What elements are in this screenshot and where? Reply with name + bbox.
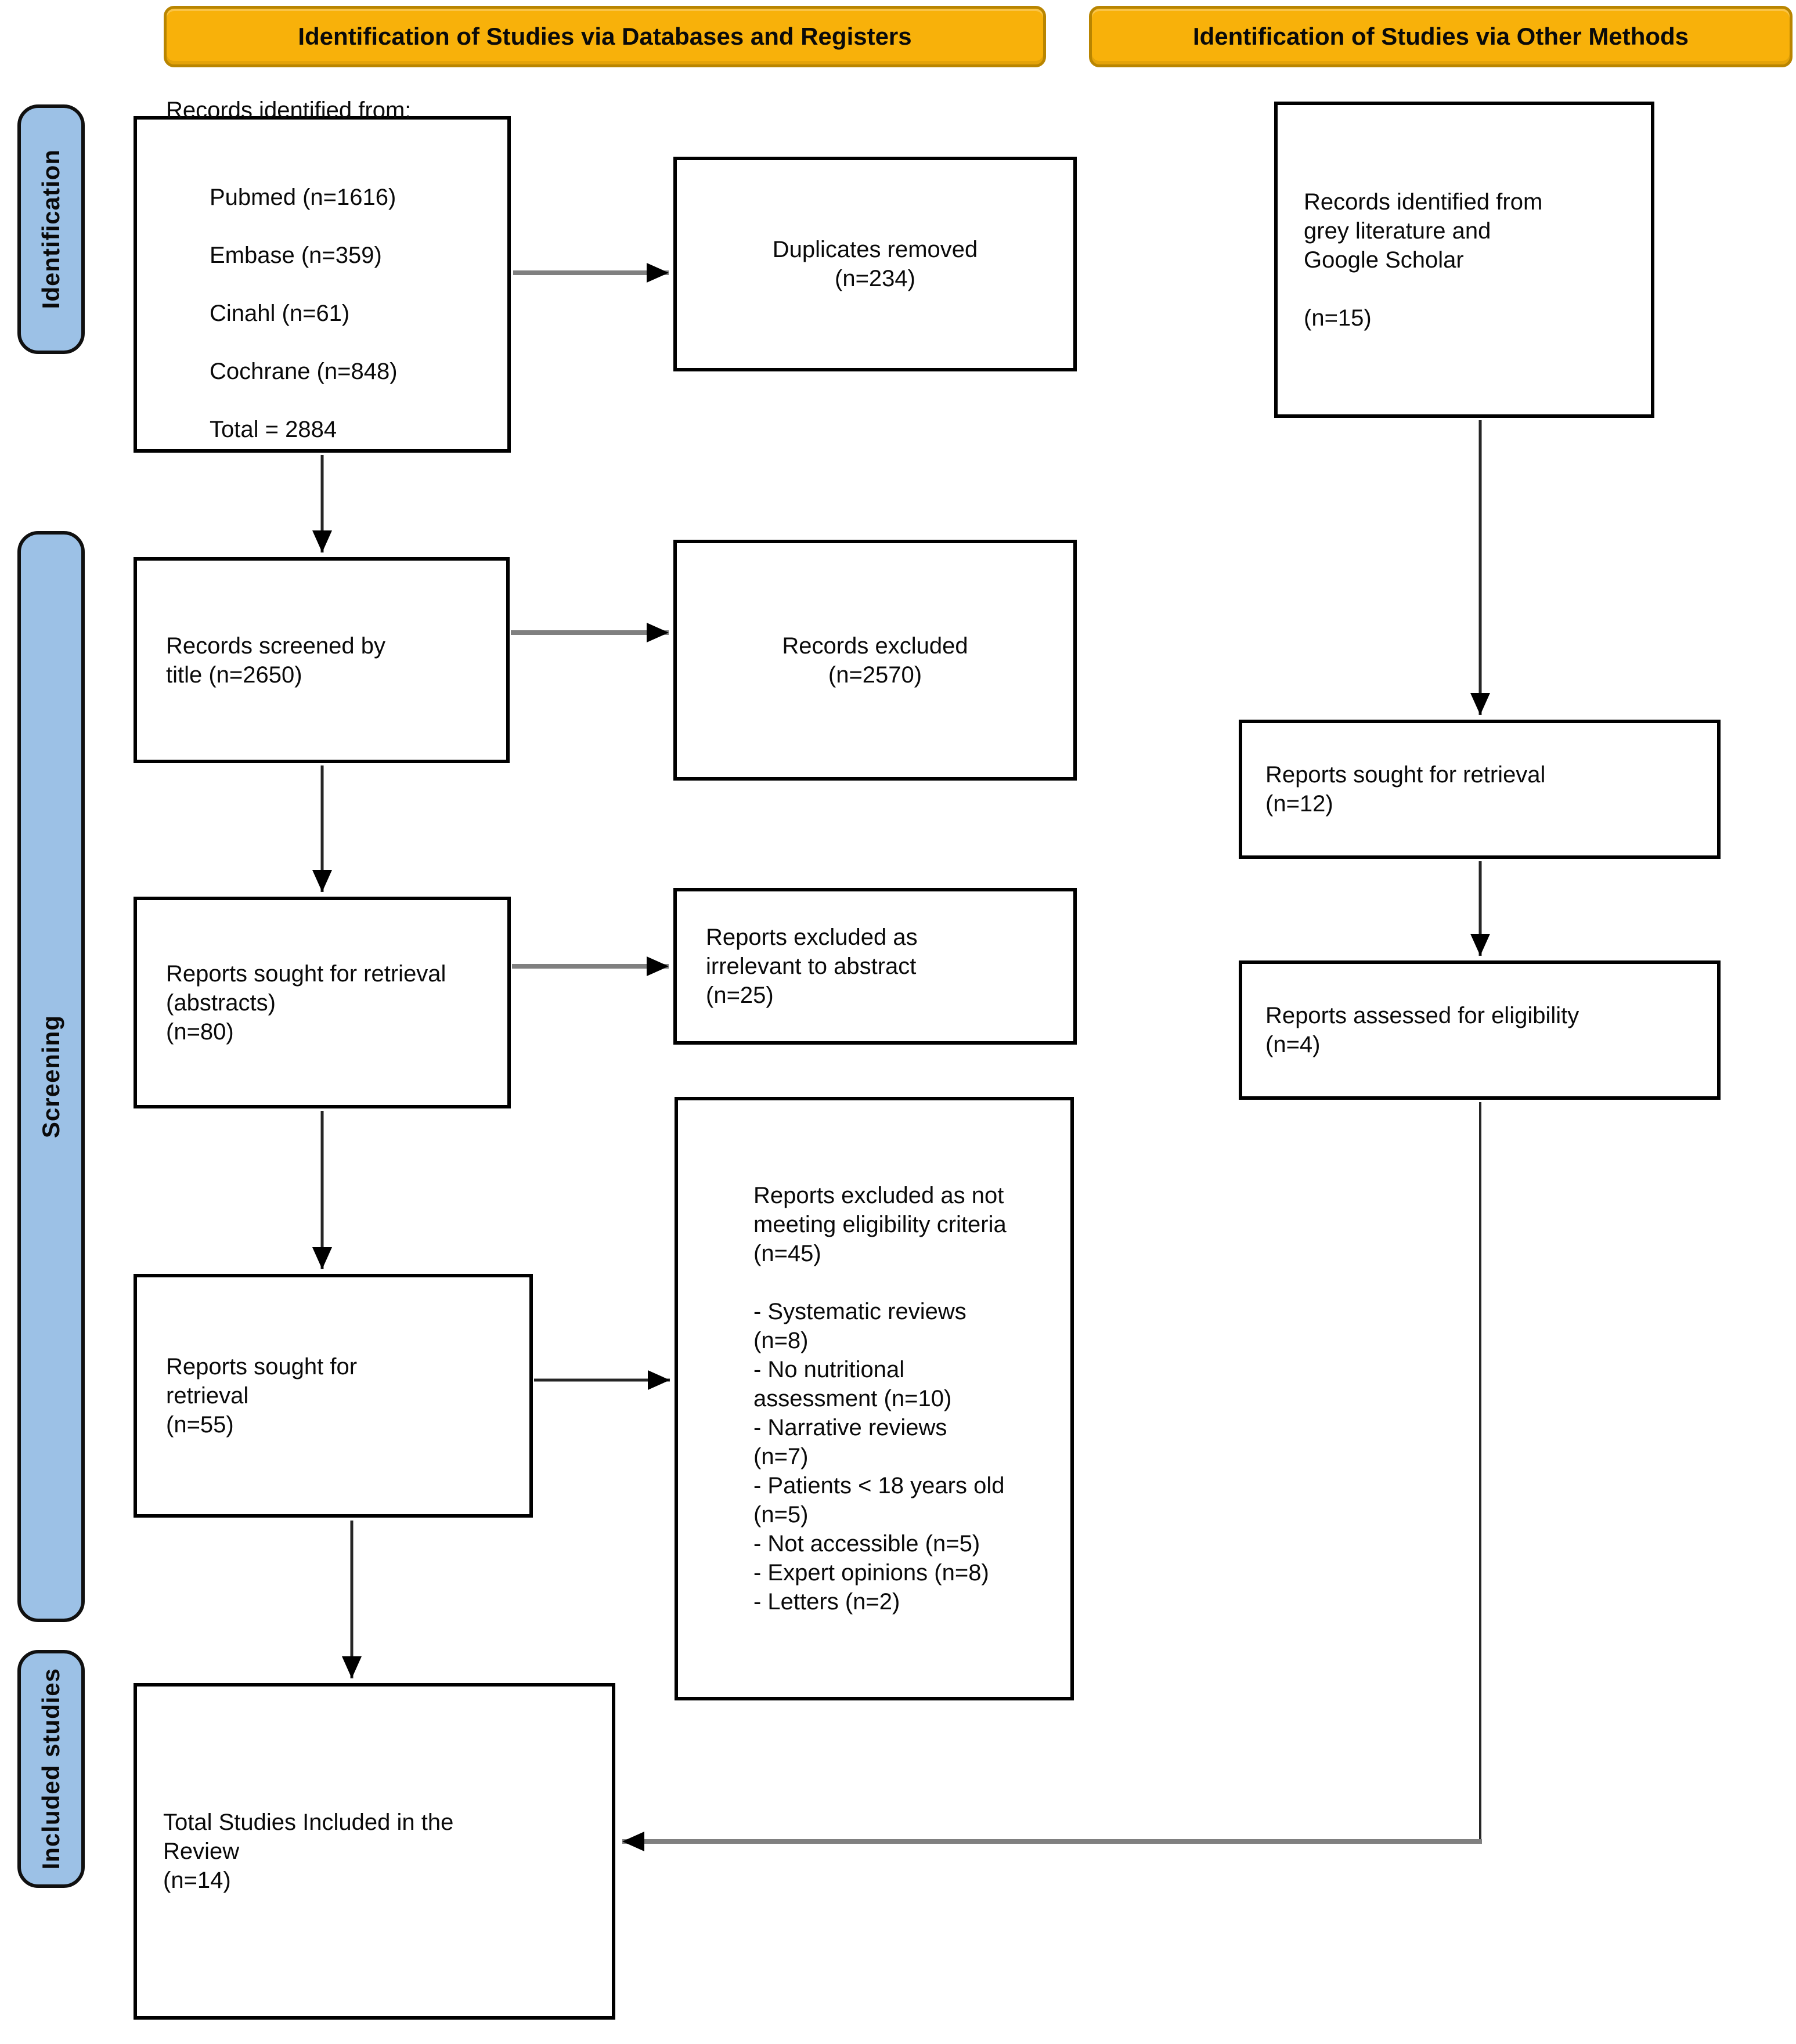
box-duplicates-removed-text: Duplicates removed (n=234) — [772, 237, 978, 291]
criteria-title: Reports excluded as not meeting eligibil… — [753, 1183, 1007, 1266]
criteria-no-nutritional-assessment: - No nutritional assessment (n=10) — [753, 1357, 952, 1411]
box-reports-sought-retrieval-text: Reports sought for retrieval (n=55) — [166, 1354, 358, 1438]
box-grey-literature: Records identified from grey literature … — [1274, 102, 1654, 418]
box-reports-sought-other-methods: Reports sought for retrieval (n=12) — [1239, 720, 1721, 859]
box-records-excluded: Records excluded (n=2570) — [673, 540, 1077, 781]
box-reports-sought-abstracts-text: Reports sought for retrieval (abstracts)… — [166, 960, 446, 1045]
criteria-narrative-reviews: - Narrative reviews (n=7) — [753, 1415, 947, 1469]
box-reports-sought-retrieval: Reports sought for retrieval (n=55) — [134, 1274, 533, 1518]
header-other-methods: Identification of Studies via Other Meth… — [1089, 6, 1793, 67]
box-reports-excluded-criteria-text: Reports excluded as not meeting eligibil… — [678, 1181, 1070, 1616]
source-embase: Embase (n=359) — [210, 243, 382, 268]
box-reports-excluded-criteria: Reports excluded as not meeting eligibil… — [675, 1097, 1074, 1700]
sidebar-identification-label: Identification — [37, 149, 64, 309]
criteria-systematic-reviews: - Systematic reviews (n=8) — [753, 1299, 966, 1353]
sidebar-screening-label: Screening — [37, 1014, 64, 1139]
box-total-included-text: Total Studies Included in the Review (n=… — [163, 1810, 454, 1893]
criteria-patients-under-18: - Patients < 18 years old (n=5) — [753, 1473, 1005, 1527]
box-records-screened-text: Records screened by title (n=2650) — [166, 633, 385, 688]
source-cinahl: Cinahl (n=61) — [210, 301, 350, 326]
records-identified-sources: Pubmed (n=1616) Embase (n=359) Cinahl (n… — [166, 154, 496, 473]
box-records-identified: Records identified from: Pubmed (n=1616)… — [134, 97, 511, 453]
header-databases-registers-label: Identification of Studies via Databases … — [298, 23, 912, 50]
box-reports-sought-abstracts: Reports sought for retrieval (abstracts)… — [134, 897, 511, 1108]
box-reports-assessed-eligibility-text: Reports assessed for eligibility (n=4) — [1265, 1003, 1579, 1057]
source-cochrane: Cochrane (n=848) — [210, 359, 398, 384]
header-databases-registers: Identification of Studies via Databases … — [164, 6, 1046, 67]
records-identified-title: Records identified from: — [166, 97, 412, 123]
sidebar-screening: Screening — [17, 531, 85, 1622]
criteria-letters: - Letters (n=2) — [753, 1589, 900, 1615]
box-reports-excluded-irrelevant: Reports excluded as irrelevant to abstra… — [673, 888, 1077, 1045]
box-records-identified-text: Records identified from: Pubmed (n=1616)… — [137, 67, 507, 502]
box-duplicates-removed: Duplicates removed (n=234) — [673, 157, 1077, 371]
sidebar-included-studies: Included studies — [17, 1650, 85, 1888]
sidebar-identification: Identification — [17, 104, 85, 354]
box-records-excluded-text: Records excluded (n=2570) — [782, 633, 968, 688]
header-other-methods-label: Identification of Studies via Other Meth… — [1192, 23, 1689, 50]
source-total: Total = 2884 — [210, 417, 337, 442]
box-reports-sought-other-methods-text: Reports sought for retrieval (n=12) — [1265, 762, 1546, 817]
box-reports-assessed-eligibility: Reports assessed for eligibility (n=4) — [1239, 960, 1721, 1100]
source-pubmed: Pubmed (n=1616) — [210, 185, 396, 210]
box-total-included: Total Studies Included in the Review (n=… — [134, 1683, 615, 2020]
criteria-expert-opinions: - Expert opinions (n=8) — [753, 1560, 989, 1586]
sidebar-included-studies-label: Included studies — [37, 1668, 64, 1870]
criteria-not-accessible: - Not accessible (n=5) — [753, 1531, 980, 1557]
box-grey-literature-text: Records identified from grey literature … — [1304, 189, 1543, 331]
box-reports-excluded-irrelevant-text: Reports excluded as irrelevant to abstra… — [706, 925, 918, 1008]
box-records-screened: Records screened by title (n=2650) — [134, 557, 510, 763]
criteria-items: - Systematic reviews (n=8) - No nutritio… — [753, 1297, 1056, 1616]
